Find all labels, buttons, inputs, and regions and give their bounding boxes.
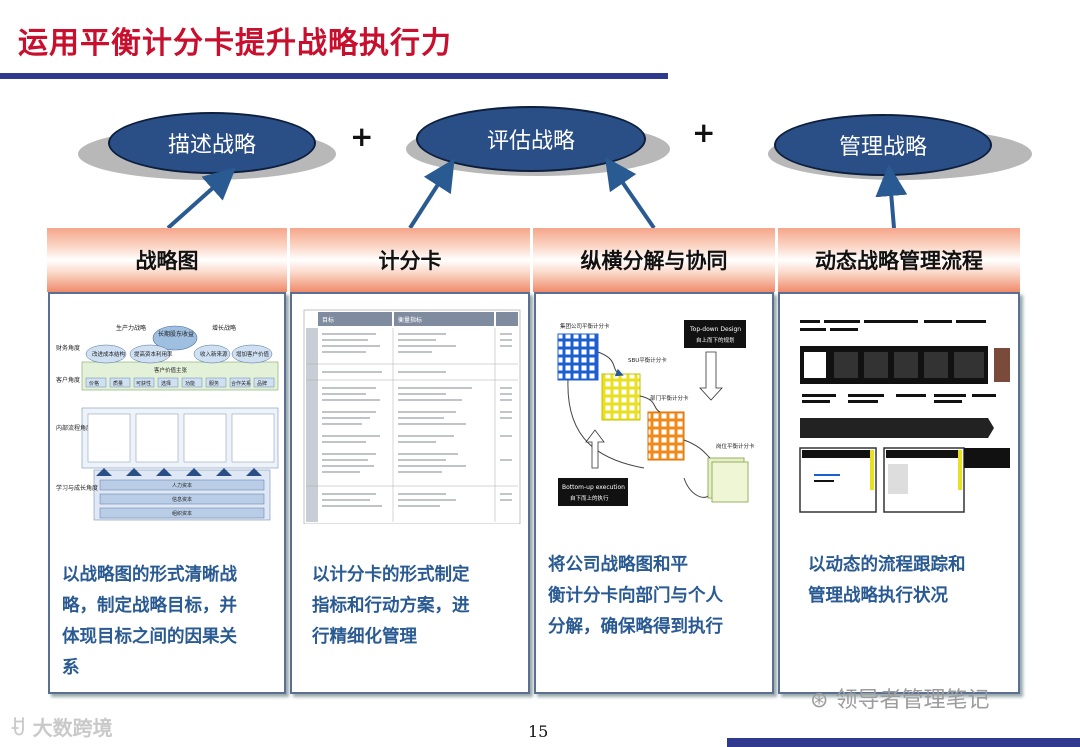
watermark-left: ꀀ 大数跨境: [10, 716, 113, 740]
layer-label-customer: 客户角度: [56, 376, 80, 384]
panel-strategy-map: 财务角度 客户角度 内部流程角度 学习与成长角度 生产力战略 长期股东收益 增长…: [48, 292, 286, 694]
cascade-dept-label: 部门平衡计分卡: [650, 394, 689, 402]
footer-bar: [727, 738, 1080, 747]
cascade-thumbnail: 集团公司平衡计分卡 SBU平衡计分卡 部门平衡计分卡 岗位平衡计分卡 Top-d…: [540, 300, 768, 524]
map-top-productivity: 生产力战略: [116, 324, 146, 332]
band-cascade: 纵横分解与协同: [533, 228, 775, 292]
layer-label-finance: 财务角度: [56, 344, 80, 352]
page-number: 15: [528, 722, 549, 741]
map-top-growth: 增长战略: [212, 324, 236, 332]
panel-scorecard: 目标 衡量指标: [290, 292, 530, 694]
map-fin-2: 收入新来源: [200, 350, 228, 358]
map-customer-value: 客户价值主张: [154, 366, 188, 374]
cascade-sbu-label: SBU平衡计分卡: [628, 356, 667, 364]
strategy-map-thumbnail: 财务角度 客户角度 内部流程角度 学习与成长角度 生产力战略 长期股东收益 增长…: [54, 300, 280, 524]
svg-text:质量: 质量: [113, 380, 123, 387]
panel-cascade: 集团公司平衡计分卡 SBU平衡计分卡 部门平衡计分卡 岗位平衡计分卡 Top-d…: [534, 292, 774, 694]
map-fin-0: 改进成本结构: [92, 350, 126, 358]
watermark-right: ⊛ 领导者管理笔记: [810, 688, 990, 713]
panel-3-description: 将公司战略图和平 衡计分卡向部门与个人 分解，确保略得到执行: [548, 555, 723, 637]
map-learning-0: 人力资本: [172, 482, 192, 489]
panel-1-description: 以战略图的形式清晰战 略，制定战略目标，并 体现目标之间的因果关 系: [62, 565, 237, 678]
page-title: 运用平衡计分卡提升战略执行力: [18, 26, 452, 61]
svg-text:功能: 功能: [185, 380, 195, 387]
process-thumbnail: [784, 300, 1014, 524]
layer-label-process: 内部流程角度: [56, 424, 92, 432]
map-fin-1: 提高资本利用率: [134, 350, 173, 358]
topdown-sub: 自上而下的规划: [696, 336, 735, 344]
cascade-person-label: 岗位平衡计分卡: [716, 442, 755, 450]
scorecard-thumbnail: 目标 衡量指标: [296, 300, 524, 524]
map-learning-2: 组织资本: [172, 510, 192, 517]
band-dynamic-process: 动态战略管理流程: [778, 228, 1020, 292]
topdown-title: Top-down Design: [689, 326, 741, 333]
layer-label-learning: 学习与成长角度: [56, 484, 98, 492]
panel-4-description: 以动态的流程跟踪和 管理战略执行状况: [808, 555, 966, 606]
svg-text:价格: 价格: [89, 380, 99, 387]
panel-dynamic-process: 以动态的流程跟踪和 管理战略执行状况: [778, 292, 1020, 694]
bottomup-title: Bottom-up execution: [562, 484, 625, 491]
plus-sign-1: +: [350, 120, 374, 153]
scorecard-header-goal: 目标: [322, 316, 334, 324]
map-top-shareholder: 长期股东收益: [158, 330, 194, 338]
bottomup-sub: 自下而上的执行: [570, 494, 609, 502]
svg-text:选择: 选择: [161, 380, 171, 387]
svg-text:可获性: 可获性: [136, 380, 151, 387]
svg-text:品牌: 品牌: [257, 380, 267, 387]
svg-text:服务: 服务: [209, 380, 219, 387]
panel-2-description: 以计分卡的形式制定 指标和行动方案，进 行精细化管理: [312, 565, 470, 647]
map-learning-1: 信息资本: [172, 496, 192, 503]
cascade-company-label: 集团公司平衡计分卡: [560, 322, 610, 330]
title-underline: [0, 73, 668, 79]
band-strategy-map: 战略图: [47, 228, 287, 292]
plus-sign-2: +: [692, 116, 716, 149]
band-scorecard: 计分卡: [290, 228, 530, 292]
svg-text:合作关系: 合作关系: [231, 380, 251, 387]
scorecard-header-metric: 衡量指标: [398, 316, 422, 324]
map-fin-3: 增加客户价值: [236, 350, 270, 358]
